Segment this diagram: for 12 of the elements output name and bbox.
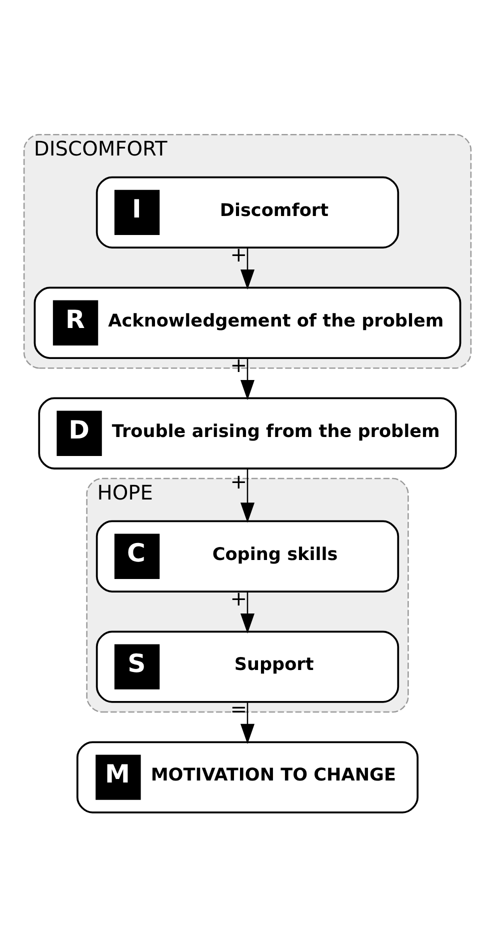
arrow xyxy=(240,468,254,522)
node-box: I Discomfort xyxy=(95,176,399,248)
arrow xyxy=(240,247,254,290)
node-box: D Trouble arising from the problem xyxy=(38,396,456,469)
arrow xyxy=(240,702,254,744)
node-box: M MOTIVATION TO CHANGE xyxy=(76,740,418,813)
edge-label: + xyxy=(230,468,247,493)
node-box: S Support xyxy=(95,630,399,702)
arrow xyxy=(240,591,254,634)
node-box: C Coping skills xyxy=(95,520,399,592)
node-box: R Acknowledgement of the problem xyxy=(33,286,461,358)
arrow xyxy=(240,358,254,400)
